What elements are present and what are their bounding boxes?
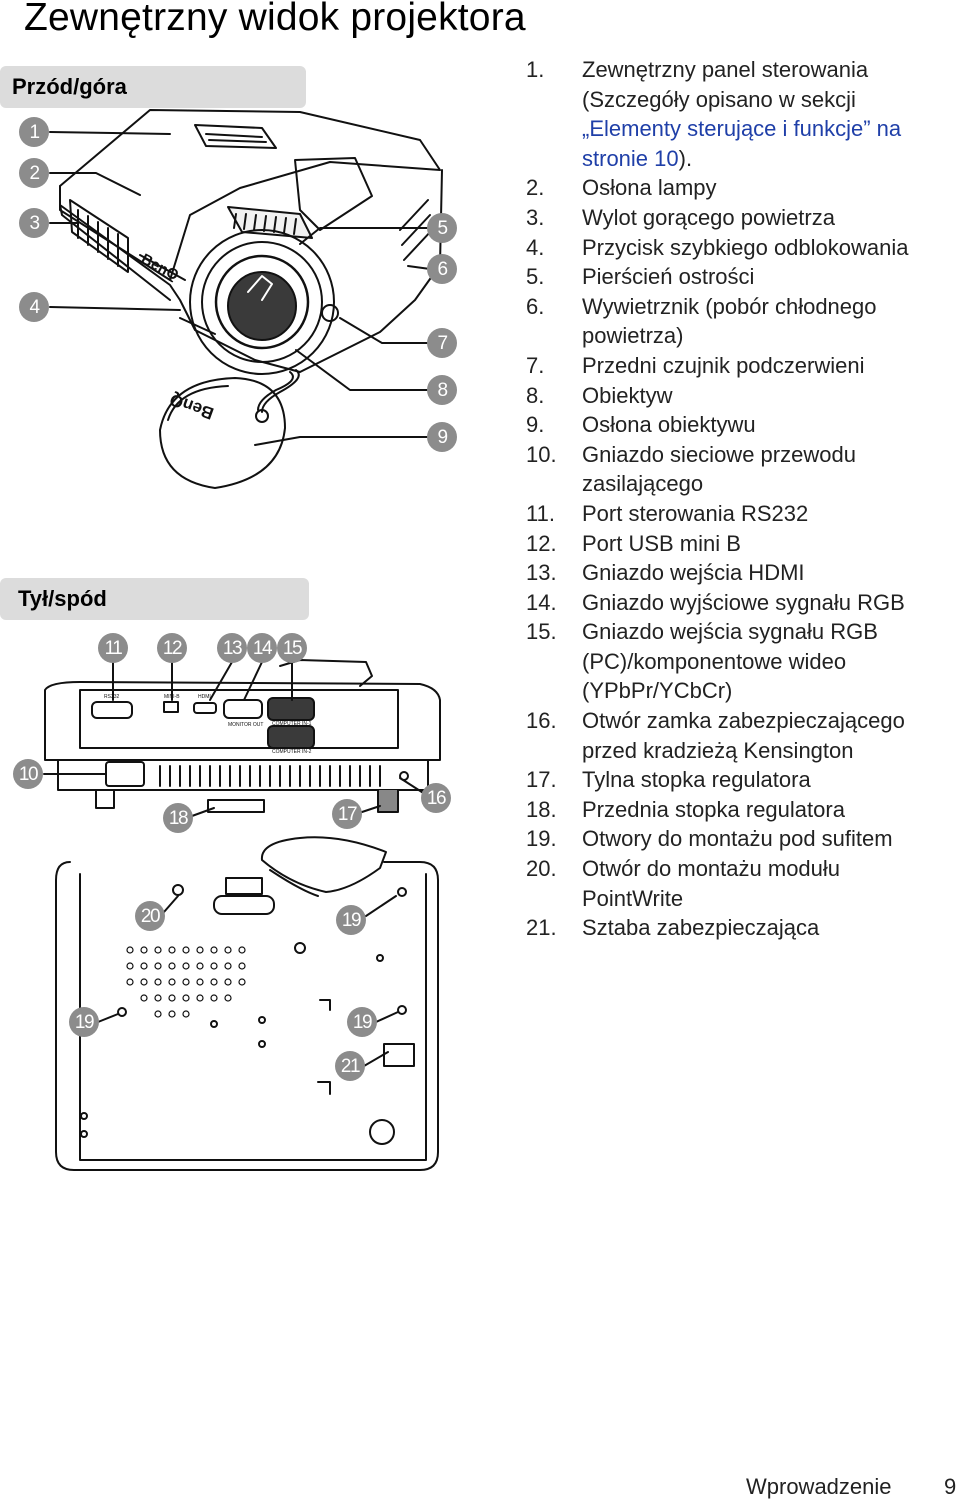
callout-5: 5 — [427, 213, 457, 243]
brand-logo-lens-cap: BenQ — [167, 390, 216, 423]
callout-9: 9 — [427, 422, 457, 452]
legend-item: 9.Osłona obiektywu — [526, 412, 756, 438]
callout-4: 4 — [19, 292, 49, 322]
parts-legend: 1. Zewnętrzny panel sterowania (Szczegół… — [526, 55, 956, 943]
page-title: Zewnętrzny widok projektora — [24, 0, 526, 39]
callout-19b: 19 — [69, 1007, 99, 1037]
callout-12: 12 — [157, 633, 187, 663]
legend-item: 1. Zewnętrzny panel sterowania (Szczegół… — [526, 57, 902, 171]
label-hdmi: HDMI — [198, 694, 211, 700]
legend-item: 8.Obiektyw — [526, 382, 673, 408]
legend-item: 13.Gniazdo wejścia HDMI — [526, 560, 805, 586]
label-monitor-out: MONITOR OUT — [228, 722, 263, 728]
callout-14: 14 — [247, 633, 277, 663]
projector-front-view — [59, 109, 443, 489]
callout-20: 20 — [135, 901, 165, 931]
footer-page-number: 9 — [944, 1474, 957, 1499]
label-computer-in-1: COMPUTER IN-1 — [272, 721, 312, 727]
cross-reference-link[interactable]: „Elementy sterujące i funkcje” na — [582, 116, 902, 142]
label-computer-in-2: COMPUTER IN-2 — [272, 749, 312, 755]
cross-reference-page-link[interactable]: stronie 10 — [582, 145, 679, 171]
callout-3: 3 — [19, 208, 49, 238]
projector-rear-view — [44, 659, 441, 813]
legend-item: 7.Przedni czujnik podczerwieni — [526, 352, 865, 378]
callout-1: 1 — [19, 117, 49, 147]
legend-item: 2.Osłona lampy — [526, 175, 717, 201]
label-rs232: RS232 — [104, 694, 120, 700]
speaker-grille — [126, 946, 246, 1018]
legend-item: 11.Port sterowania RS232 — [526, 500, 809, 526]
callout-17: 17 — [332, 799, 362, 829]
callout-7: 7 — [427, 328, 457, 358]
section-header-front-label: Przód/góra — [12, 74, 127, 99]
section-header-rear: Tył/spód — [0, 578, 309, 620]
projector-bottom-view — [55, 836, 439, 1171]
legend-item: 21.Sztaba zabezpieczająca — [526, 915, 820, 941]
legend-item: 14.Gniazdo wyjściowe sygnału RGB — [526, 589, 905, 615]
callout-19c: 19 — [347, 1007, 377, 1037]
footer-section-name: Wprowadzenie — [746, 1474, 892, 1499]
callout-16: 16 — [421, 783, 451, 813]
legend-item: 4.Przycisk szybkiego odblokowania — [526, 234, 909, 260]
callout-15: 15 — [277, 633, 307, 663]
legend-item: 3.Wylot gorącego powietrza — [526, 204, 835, 230]
callout-6: 6 — [427, 254, 457, 284]
section-header-front: Przód/góra — [0, 66, 306, 108]
callout-19a: 19 — [336, 905, 366, 935]
callout-11: 11 — [98, 633, 128, 663]
legend-item: 17.Tylna stopka regulatora — [526, 767, 811, 793]
legend-item: 5.Pierścień ostrości — [526, 264, 755, 290]
callout-13: 13 — [217, 633, 247, 663]
legend-item: 18.Przednia stopka regulatora — [526, 796, 845, 822]
callout-2: 2 — [19, 158, 49, 188]
section-header-rear-label: Tył/spód — [18, 586, 107, 611]
legend-item: 19.Otwory do montażu pod sufitem — [526, 826, 893, 852]
legend-item: 12.Port USB mini B — [526, 530, 741, 556]
legend-item: 15.Gniazdo wejścia sygnału RGB(PC)/kompo… — [526, 619, 878, 704]
callout-8: 8 — [427, 375, 457, 405]
callout-21: 21 — [335, 1051, 365, 1081]
callout-10: 10 — [13, 759, 43, 789]
callout-18: 18 — [163, 803, 193, 833]
